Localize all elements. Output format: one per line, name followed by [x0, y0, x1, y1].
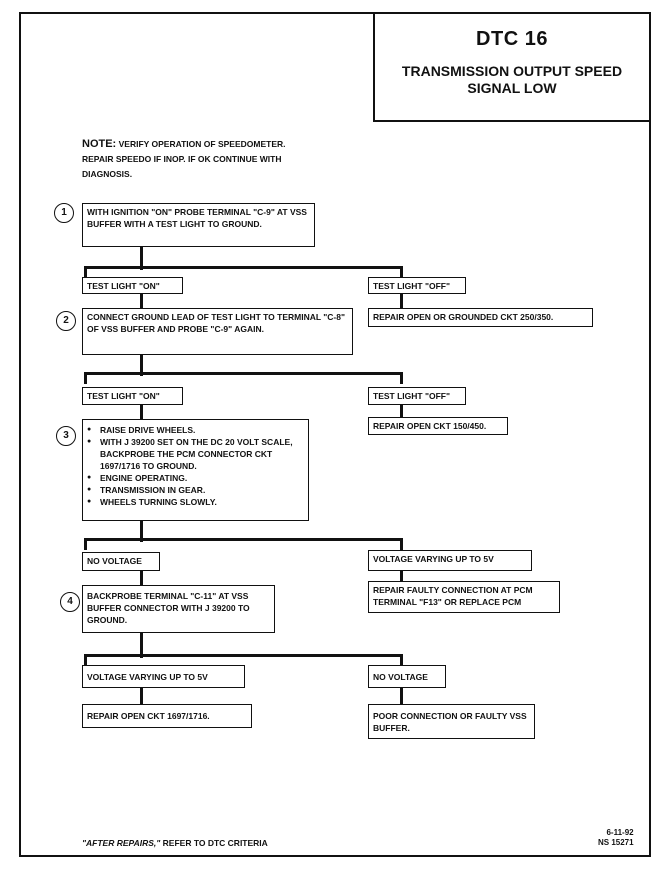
connector [400, 538, 403, 550]
branch-4-voltage-varying: VOLTAGE VARYING UP TO 5V [82, 665, 245, 688]
connector [84, 266, 87, 278]
step-4-box: BACKPROBE TERMINAL "C-11" AT VSS BUFFER … [82, 585, 275, 633]
branch-2-test-light-off: TEST LIGHT "OFF" [368, 387, 466, 405]
result-1-repair: REPAIR OPEN OR GROUNDED CKT 250/350. [368, 308, 593, 327]
result-4-left-repair: REPAIR OPEN CKT 1697/1716. [82, 704, 252, 728]
note-line-3: DIAGNOSIS. [82, 169, 133, 179]
result-4-right-repair: POOR CONNECTION OR FAULTY VSS BUFFER. [368, 704, 535, 739]
connector [140, 246, 143, 270]
connector [400, 687, 403, 705]
step-number-4: 4 [60, 592, 80, 612]
connector [84, 372, 403, 375]
connector [84, 538, 87, 550]
step-3-item: TRANSMISSION IN GEAR. [87, 484, 304, 496]
connector [140, 292, 143, 308]
note-line-2: REPAIR SPEEDO IF INOP. IF OK CONTINUE WI… [82, 154, 282, 164]
document-date: 6-11-92 [606, 828, 634, 837]
note-lead: NOTE: [82, 138, 117, 150]
step-number-2: 2 [56, 311, 76, 331]
step-2-box: CONNECT GROUND LEAD OF TEST LIGHT TO TER… [82, 308, 353, 355]
step-number-3: 3 [56, 426, 76, 446]
connector [400, 404, 403, 418]
connector [84, 372, 87, 384]
page-frame [19, 12, 651, 857]
result-3-repair: REPAIR FAULTY CONNECTION AT PCM TERMINAL… [368, 581, 560, 613]
step-number-1: 1 [54, 203, 74, 223]
branch-3-no-voltage: NO VOLTAGE [82, 552, 160, 571]
dtc-description: TRANSMISSION OUTPUT SPEED SIGNAL LOW [401, 63, 623, 96]
connector [400, 292, 403, 308]
branch-1-test-light-off: TEST LIGHT "OFF" [368, 277, 466, 294]
connector [140, 404, 143, 420]
connector [84, 538, 403, 541]
step-3-item: WHEELS TURNING SLOWLY. [87, 496, 304, 508]
footer-emphasis: "AFTER REPAIRS," [82, 838, 161, 848]
step-3-item: RAISE DRIVE WHEELS. [87, 424, 304, 436]
footer-note: "AFTER REPAIRS," REFER TO DTC CRITERIA [82, 838, 268, 848]
branch-2-test-light-on: TEST LIGHT "ON" [82, 387, 183, 405]
document-id: 6-11-92 NS 15271 [598, 828, 634, 848]
note-line-1: VERIFY OPERATION OF SPEEDOMETER. [118, 139, 286, 149]
connector [400, 266, 403, 278]
result-2-repair: REPAIR OPEN CKT 150/450. [368, 417, 508, 435]
connector [140, 570, 143, 586]
step-3-box: RAISE DRIVE WHEELS. WITH J 39200 SET ON … [82, 419, 309, 521]
connector [84, 266, 403, 269]
branch-1-test-light-on: TEST LIGHT "ON" [82, 277, 183, 294]
step-3-item: WITH J 39200 SET ON THE DC 20 VOLT SCALE… [87, 436, 304, 472]
connector [400, 654, 403, 666]
dtc-code: DTC 16 [476, 28, 548, 50]
connector [400, 570, 403, 582]
connector [140, 354, 143, 376]
connector [84, 654, 403, 657]
connector [140, 632, 143, 658]
connector [400, 372, 403, 384]
connector [84, 654, 87, 666]
note: NOTE: VERIFY OPERATION OF SPEEDOMETER. R… [82, 137, 362, 182]
document-ref: NS 15271 [598, 838, 634, 847]
branch-3-voltage-varying: VOLTAGE VARYING UP TO 5V [368, 550, 532, 571]
branch-4-no-voltage: NO VOLTAGE [368, 665, 446, 688]
title-block: DTC 16 TRANSMISSION OUTPUT SPEED SIGNAL … [373, 12, 651, 122]
step-3-item: ENGINE OPERATING. [87, 472, 304, 484]
footer-text: REFER TO DTC CRITERIA [162, 838, 268, 848]
connector [140, 687, 143, 705]
step-1-box: WITH IGNITION "ON" PROBE TERMINAL "C-9" … [82, 203, 315, 247]
connector [140, 520, 143, 542]
